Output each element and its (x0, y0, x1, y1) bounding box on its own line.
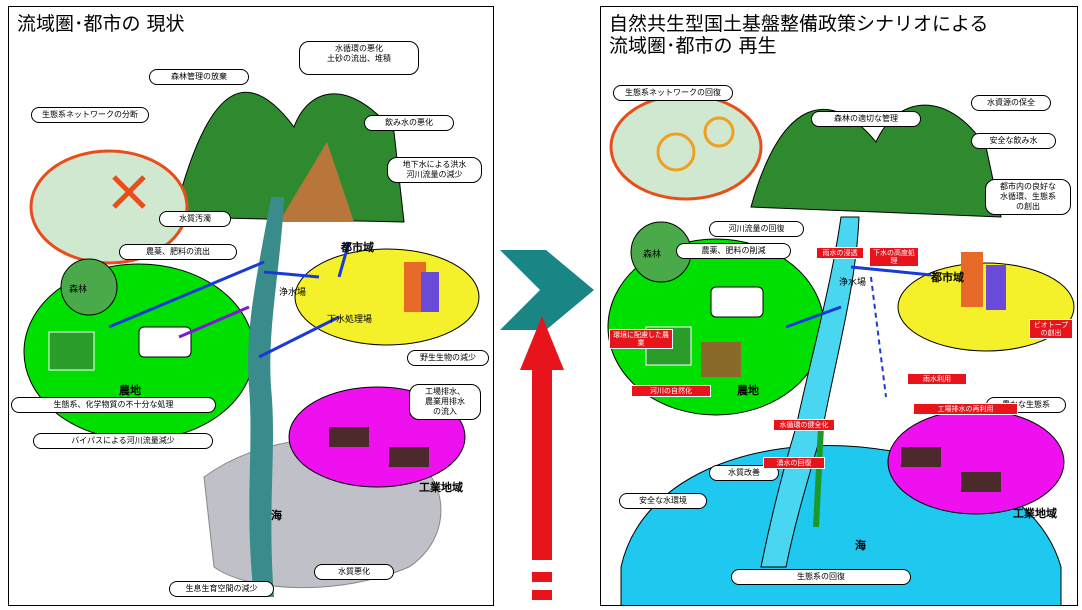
callout-pesticide: 生態系、化学物質の不十分な処理 (11, 397, 216, 413)
label-industry: 工業地域 (419, 481, 463, 494)
callout-forest-decline: 森林管理の放棄 (149, 69, 249, 85)
city-area (294, 248, 480, 346)
callout-forest-mgmt: 森林の適切な管理 (811, 111, 921, 127)
future-state-panel: 自然共生型国土基盤整備政策シナリオによる 流域圏･都市の 再生 生態系ネットワー… (600, 6, 1078, 606)
callout-bypass: バイパスによる河川流量減少 (33, 433, 213, 449)
flow-arrow (785, 305, 842, 329)
network-ring (703, 116, 735, 148)
label-sewage: 下水処理場 (327, 315, 373, 325)
label-water-plant: 浄水場 (839, 278, 867, 288)
callout-biota-restore: 生態系の回復 (731, 569, 911, 585)
label-sea: 海 (855, 539, 866, 552)
eco-network-oval (29, 149, 189, 265)
callout-river-flow: 河川流量の回復 (709, 221, 804, 237)
transition-arrows (500, 250, 594, 600)
callout-agri-reduce: 農薬、肥料の削減 (676, 243, 791, 259)
flow-arrow (850, 265, 932, 277)
runoff-arrow (108, 260, 265, 329)
building-icon (986, 265, 1006, 310)
flow-arrow (263, 270, 320, 279)
callout-safe-drinking: 安全な飲み水 (971, 133, 1056, 149)
panel-title-line2: 流域圏･都市の 再生 (609, 35, 777, 57)
network-ring (656, 132, 696, 172)
future-state-illustration (607, 93, 1075, 605)
red-tag: 水循環の健全化 (773, 419, 835, 431)
red-tag: 雨水の浸透 (816, 247, 864, 259)
label-industry: 工業地域 (1013, 507, 1057, 520)
label-water-plant: 浄水場 (279, 288, 307, 298)
forest-tree (60, 258, 118, 316)
red-arrow-dash (532, 590, 552, 600)
callout-water-cycle: 水循環の悪化 土砂の流出、堆積 (299, 41, 419, 75)
flow-arrow (258, 315, 340, 359)
red-tag: ビオトープの創出 (1029, 319, 1073, 339)
green-corridor (813, 426, 824, 528)
cow-icon (710, 286, 764, 318)
factory-icon (389, 447, 429, 467)
red-up-arrow (520, 316, 564, 560)
pollution-arrow (178, 305, 250, 339)
current-state-illustration (23, 91, 480, 597)
river (248, 197, 284, 597)
rice-paddy (48, 331, 95, 371)
bare-slope (279, 142, 354, 222)
building-icon (404, 262, 426, 312)
teal-chevron-arrow (500, 250, 594, 330)
building-icon (421, 272, 439, 312)
red-tag: 工場排水の再利用 (913, 403, 1018, 415)
panel-title-line1: 自然共生型国土基盤整備政策シナリオによる (609, 13, 989, 35)
callout-habitat: 生息生育空間の減少 (169, 581, 274, 597)
label-farm: 農地 (737, 384, 759, 397)
callout-drinking: 飲み水の悪化 (364, 115, 454, 131)
factory-icon (961, 472, 1001, 492)
current-state-panel: 流域圏･都市の 現状 生態系ネットワークの分断 森林管理の放棄 水循環の悪化 土… (8, 6, 494, 606)
label-city: 都市域 (931, 271, 964, 284)
recycle-arrow (870, 276, 887, 398)
callout-urban-green: 都市内の良好な 水循環、生態系 の創出 (985, 179, 1071, 215)
callout-eco-restore: 生態系ネットワークの回復 (613, 85, 733, 101)
label-forest: 森林 (69, 285, 88, 295)
broken-network-mark (112, 175, 146, 209)
eco-network-oval (609, 93, 763, 201)
callout-water-recycle: 水質改善 (709, 465, 779, 481)
panel-title: 流域圏･都市の 現状 (17, 13, 185, 35)
callout-safe-water: 安全な水環境 (619, 493, 707, 509)
callout-biota-decrease: 野生生物の減少 (407, 350, 489, 366)
red-tag: 環境に配慮した農業 (609, 329, 673, 349)
callout-agri: 農薬、肥料の流出 (119, 244, 237, 260)
mountain-shape (750, 104, 1002, 218)
field-plot (701, 342, 741, 377)
callout-water-quality: 水質悪化 (314, 564, 394, 580)
cow-icon (138, 326, 192, 358)
label-city: 都市域 (341, 241, 374, 254)
red-tag: 湧水の回復 (763, 457, 825, 469)
river (760, 216, 860, 568)
building-icon (961, 252, 983, 307)
red-tag: 下水の高度処理 (869, 247, 919, 267)
red-tag: 河川の自然化 (631, 385, 711, 397)
factory-icon (901, 447, 941, 467)
callout-eco-network: 生態系ネットワークの分断 (31, 107, 149, 123)
red-arrow-dash (532, 572, 552, 582)
callout-groundwater: 地下水による洪水 河川流量の減少 (387, 157, 482, 183)
label-forest: 森林 (643, 250, 662, 260)
callout-river-pollution: 水質汚濁 (159, 211, 231, 227)
callout-water-resource: 水資源の保全 (971, 95, 1051, 111)
mountain-shape (173, 91, 405, 223)
label-farm: 農地 (119, 384, 141, 397)
callout-industrial: 工場排水、 農業用排水 の流入 (409, 384, 481, 420)
red-tag: 雨水利用 (907, 373, 967, 385)
factory-icon (329, 427, 369, 447)
flow-arrow (337, 241, 351, 278)
label-sea: 海 (271, 509, 282, 522)
